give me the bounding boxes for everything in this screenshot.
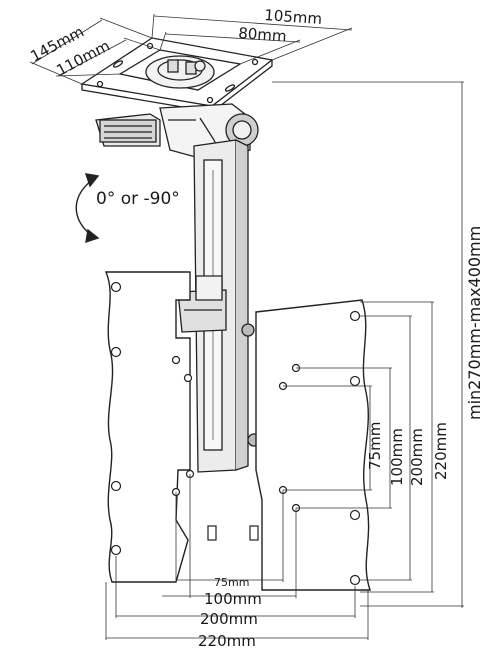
vesa-vertical-dimension-lines xyxy=(283,301,434,593)
plate-dimension-lines xyxy=(29,13,353,85)
plate-outer-width-label: 105mm xyxy=(264,6,323,28)
vesa-v-100-label: 100mm xyxy=(388,428,406,486)
height-range-label: min270mm-max400mm xyxy=(465,226,484,420)
vesa-h-75-label: 75mm xyxy=(214,576,249,589)
vesa-v-75-label: 75mm xyxy=(366,422,384,470)
vesa-h-220-label: 220mm xyxy=(198,632,256,650)
vesa-v-220-label: 220mm xyxy=(432,422,450,480)
tilt-label: 0° or -90° xyxy=(96,189,180,209)
vesa-h-200-label: 200mm xyxy=(200,610,258,628)
vesa-horizontal-dimension-lines xyxy=(105,474,369,640)
plate-inner-width-label: 80mm xyxy=(238,24,287,45)
vesa-v-200-label: 200mm xyxy=(408,428,426,486)
vesa-h-100-label: 100mm xyxy=(204,590,262,608)
vesa-plate xyxy=(104,271,371,591)
tilt-arrow-icon xyxy=(75,173,100,244)
height-dimension-lines xyxy=(272,81,464,608)
vertical-arm xyxy=(177,139,261,473)
